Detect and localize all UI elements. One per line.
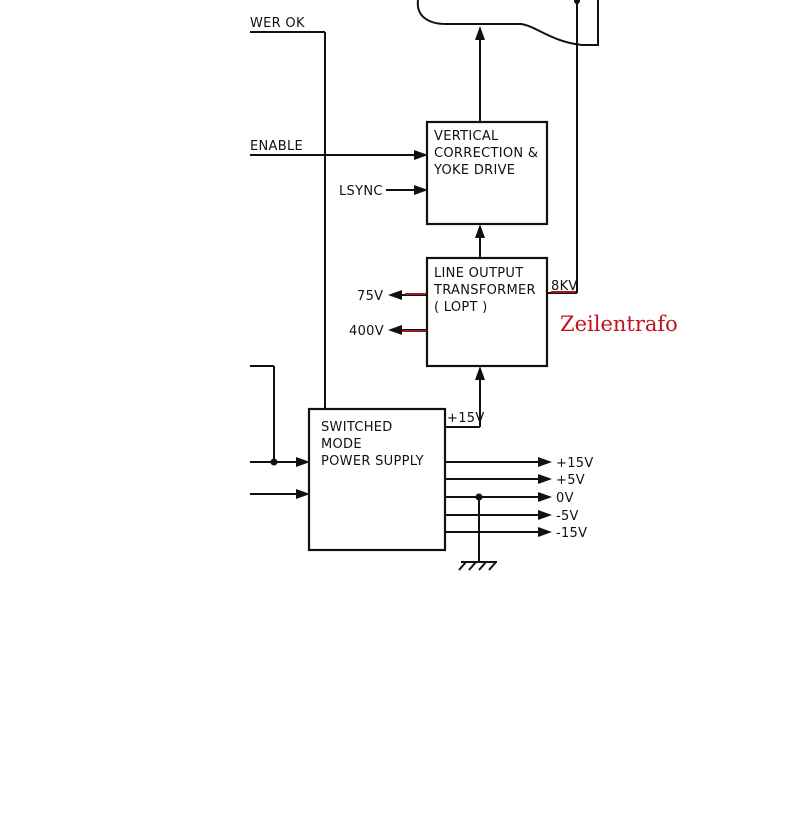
lopt-block [425, 256, 549, 368]
out-15v-label: +15V [556, 456, 594, 471]
out-minus15v-label: -15V [556, 526, 587, 541]
enable-label: ENABLE [250, 139, 303, 154]
400v-label: 400V [349, 324, 384, 339]
smps-block [307, 407, 447, 552]
lopt-block-line-3: ( LOPT ) [434, 300, 488, 315]
arrow-head [475, 224, 485, 238]
power-ok-label: WER OK [250, 16, 305, 31]
smps-block-line-3: POWER SUPPLY [321, 454, 424, 469]
arrow-head [475, 366, 485, 380]
smps-block-line-1: SWITCHED [321, 420, 393, 435]
arrow-head [388, 290, 402, 300]
junction-dot [574, 0, 580, 4]
crt-outline [416, 0, 599, 46]
smps-block-line-2: MODE [321, 437, 362, 452]
arrow-head [538, 510, 552, 520]
arrow-head [538, 492, 552, 502]
out-5v-label: +5V [556, 473, 585, 488]
8kv-label: 8KV [551, 279, 578, 294]
vertical-correction-block [425, 120, 549, 226]
out-0v-label: 0V [556, 491, 574, 506]
lopt-block-line-2: TRANSFORMER [433, 283, 536, 298]
vertical-block-line-2: CORRECTION & [434, 146, 538, 161]
arrow-head [296, 457, 310, 467]
arrow-head [296, 489, 310, 499]
arrow-head [538, 457, 552, 467]
zeilentrafo-annotation: Zeilentrafo [560, 312, 678, 336]
junction-dot [270, 458, 278, 466]
ground-hatch [468, 561, 477, 571]
ground-hatch [488, 561, 497, 571]
lopt-block-line-1: LINE OUTPUT [434, 266, 523, 281]
smps-15v-label: +15V [447, 411, 485, 426]
arrow-head [538, 474, 552, 484]
arrow-head [388, 325, 402, 335]
ground-hatch [478, 561, 487, 571]
arrow-head [538, 527, 552, 537]
out-minus5v-label: -5V [556, 509, 579, 524]
ground-hatch [458, 561, 467, 571]
arrow-head [414, 185, 428, 195]
75v-label: 75V [357, 289, 383, 304]
lsync-label: LSYNC [339, 184, 383, 199]
arrow-head [414, 150, 428, 160]
vertical-block-line-3: YOKE DRIVE [433, 163, 515, 178]
vertical-block-line-1: VERTICAL [434, 129, 499, 144]
arrow-head [475, 26, 485, 40]
